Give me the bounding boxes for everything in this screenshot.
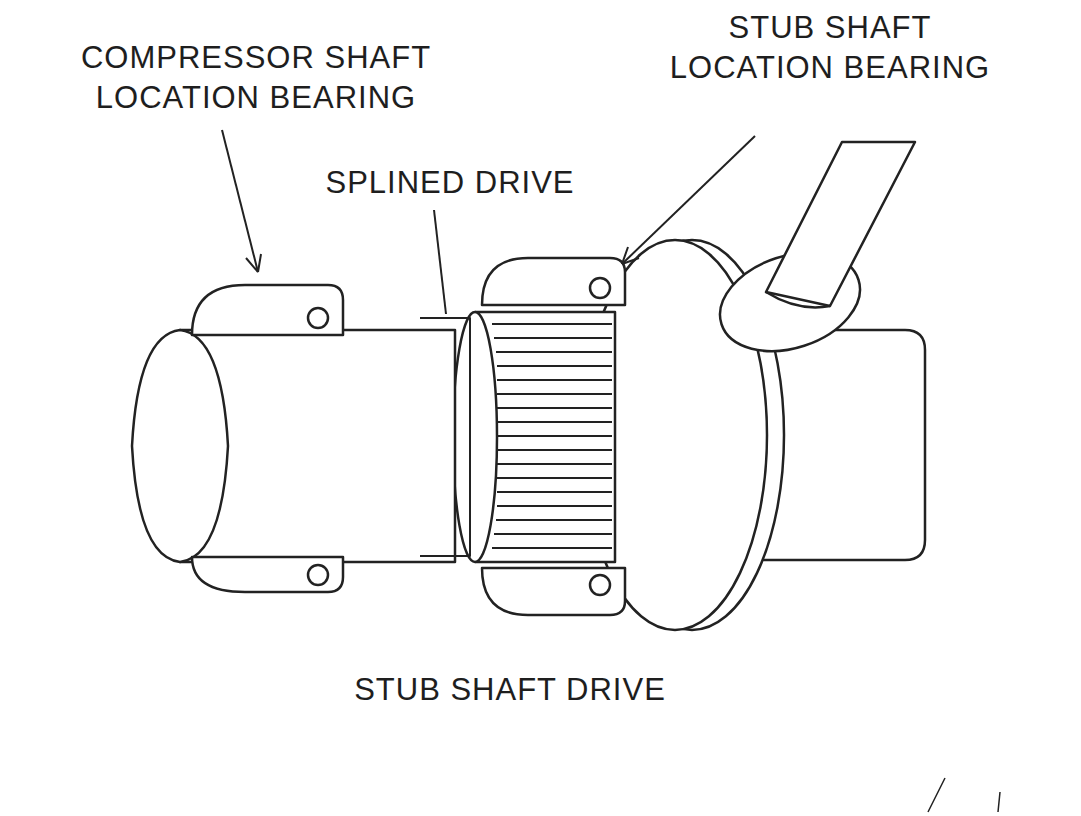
spline-end bbox=[453, 312, 497, 562]
bearing-race bbox=[482, 568, 625, 615]
tube bbox=[766, 142, 915, 306]
leader-lines bbox=[222, 130, 755, 314]
bearing-race bbox=[482, 258, 625, 305]
bearing-ball bbox=[590, 575, 610, 595]
tube-end bbox=[766, 292, 830, 307]
spline-step bbox=[420, 318, 470, 556]
figure-caption: STUB SHAFT DRIVE bbox=[290, 670, 730, 710]
bearing-ball bbox=[308, 308, 328, 328]
part-label: SPLINED DRIVE bbox=[290, 163, 610, 203]
spline-teeth bbox=[492, 324, 612, 548]
bearing-ball bbox=[590, 278, 610, 298]
bearing-race bbox=[192, 285, 343, 335]
part-label: COMPRESSOR SHAFT LOCATION BEARING bbox=[66, 38, 446, 118]
bearing-race bbox=[192, 557, 343, 592]
bearing-ball bbox=[308, 565, 328, 585]
shaft-bore bbox=[132, 330, 228, 562]
part-label: STUB SHAFT LOCATION BEARING bbox=[650, 8, 1010, 88]
edge-marks bbox=[928, 778, 1000, 812]
